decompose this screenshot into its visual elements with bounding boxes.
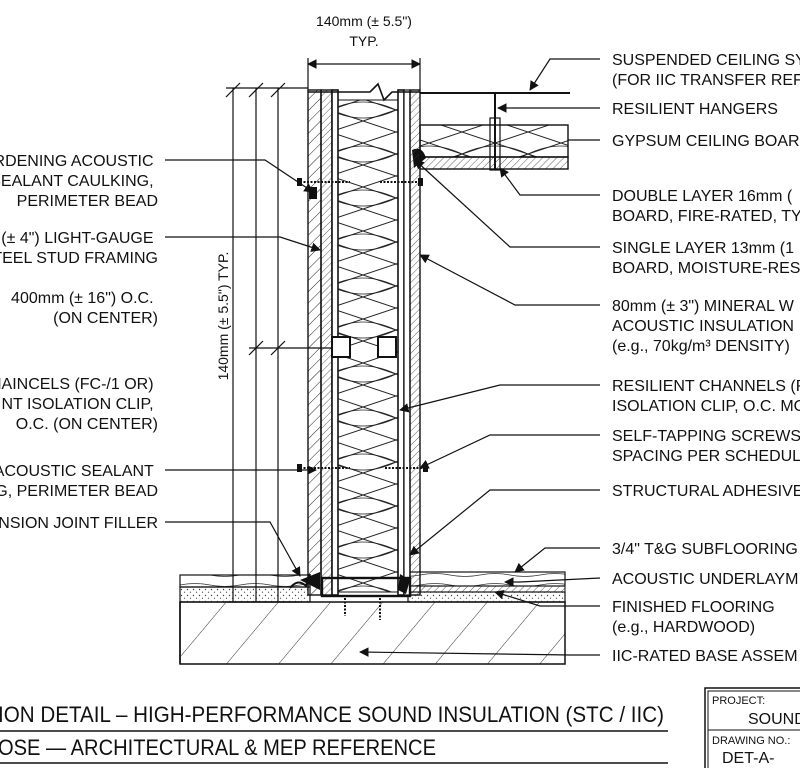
label-acoustic-sealant-bead: ACOUSTIC SEALANT G, PERIMETER BEAD — [0, 463, 158, 500]
dim-top-width: 140mm (± 5.5") — [316, 13, 412, 29]
label-subflooring: 3/4" T&G SUBFLOORING — [612, 541, 798, 558]
drawing-no-label: DRAWING NO.: — [712, 735, 790, 747]
label-mineral-wool-insulation: 80mm (± 3") MINERAL W ACOUSTIC INSULATIO… — [612, 298, 798, 355]
label-iic-base-assembly: IIC-RATED BASE ASSEM — [612, 648, 798, 665]
left-labels: HARDENING ACOUSTIC SEALANT CAULKING, PER… — [0, 153, 158, 532]
project-value: SOUND — [748, 711, 800, 728]
drawing-title: ION DETAIL – HIGH-PERFORMANCE SOUND INSU… — [0, 702, 668, 764]
dim-top-typ: TYP. — [349, 33, 378, 49]
label-channels-isolation-clip: HAINCELS (FC-/1 OR) NT ISOLATION CLIP, O… — [0, 376, 158, 433]
dim-vertical: 140mm (± 5.5") TYP. — [215, 252, 231, 381]
label-structural-adhesive: STRUCTURAL ADHESIVE — [612, 483, 800, 500]
label-resilient-hangers: RESILIENT HANGERS — [612, 101, 778, 118]
dimension-lines — [225, 58, 421, 603]
floor-assembly-left — [179, 573, 311, 603]
leader-lines — [165, 58, 601, 657]
concrete-slab — [179, 601, 566, 665]
label-stud-spacing: 400mm (± 16") O.C. (ON CENTER) — [11, 290, 158, 327]
label-single-layer-board: SINGLE LAYER 13mm (1 BOARD, MOISTURE-RES — [612, 240, 800, 277]
floor-assembly-right — [407, 571, 566, 603]
right-labels: SUSPENDED CEILING SY (FOR IIC TRANSFER R… — [612, 52, 800, 665]
label-self-tapping-screws: SELF-TAPPING SCREWS SPACING PER SCHEDUL — [612, 428, 800, 465]
title-block: PROJECT: SOUND DRAWING NO.: DET-A- — [704, 687, 800, 768]
label-steel-stud-framing: (± 4") LIGHT-GAUGE TEEL STUD FRAMING — [0, 230, 158, 267]
ceiling-assembly — [412, 92, 570, 171]
label-acoustic-underlayment: ACOUSTIC UNDERLAYM — [612, 571, 798, 588]
label-gypsum-ceiling-board: GYPSUM CEILING BOAR — [612, 133, 800, 150]
label-double-layer-board: DOUBLE LAYER 16mm ( BOARD, FIRE-RATED, T… — [612, 188, 800, 225]
label-resilient-channels: RESILIENT CHANNELS (R ISOLATION CLIP, O.… — [612, 378, 800, 415]
title-line-1: ION DETAIL – HIGH-PERFORMANCE SOUND INSU… — [0, 702, 664, 727]
label-suspended-ceiling: SUSPENDED CEILING SY (FOR IIC TRANSFER R… — [612, 52, 800, 89]
label-expansion-joint-filler: NSION JOINT FILLER — [0, 515, 158, 532]
wall-assembly — [297, 82, 428, 620]
label-finished-flooring: FINISHED FLOORING (e.g., HARDWOOD) — [612, 599, 779, 636]
project-label: PROJECT: — [712, 695, 765, 707]
drawing-no-value: DET-A- — [722, 750, 774, 767]
title-line-2: OSE — ARCHITECTURAL & MEP REFERENCE — [0, 735, 436, 760]
label-sealant-caulking: HARDENING ACOUSTIC SEALANT CAULKING, PER… — [0, 153, 158, 210]
